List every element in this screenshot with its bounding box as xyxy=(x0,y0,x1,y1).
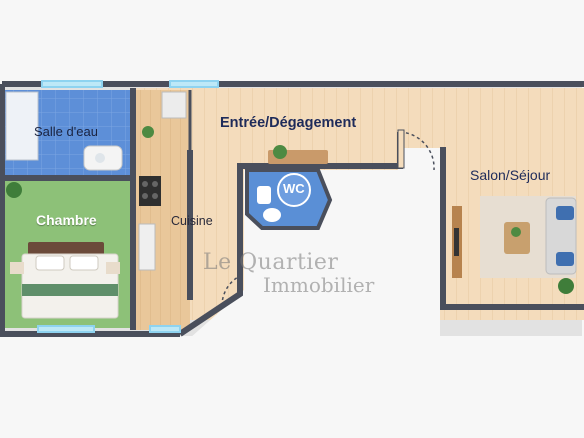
room-label-wc: WC xyxy=(283,181,305,196)
watermark-line-1: Le Quartier xyxy=(203,250,339,275)
nightstand-left xyxy=(10,262,24,274)
burner-icon xyxy=(152,181,158,187)
plant-icon xyxy=(558,278,574,294)
burner-icon xyxy=(142,193,148,199)
room-label-salon: Salon/Séjour xyxy=(470,167,551,183)
door-salon xyxy=(397,129,405,169)
pillow-left-icon xyxy=(35,255,65,271)
room-label-cuisine: Cuisine xyxy=(171,214,213,228)
kitchen-sink-icon xyxy=(161,91,187,119)
sink-bowl-icon xyxy=(95,153,105,163)
fridge-icon xyxy=(138,223,156,271)
cushion-icon xyxy=(556,252,574,266)
plant-icon xyxy=(142,126,154,138)
toilet-tank-icon xyxy=(257,186,271,204)
wc-walls xyxy=(245,168,333,230)
plant-icon xyxy=(273,145,287,159)
burner-icon xyxy=(142,181,148,187)
window-bedroom xyxy=(37,325,95,333)
watermark-line-2: Immobilier xyxy=(263,273,375,297)
burner-icon xyxy=(152,193,158,199)
door-swing-kitchen xyxy=(221,273,245,307)
cushion-icon xyxy=(556,206,574,220)
plant-icon xyxy=(6,182,22,198)
pillow-right-icon xyxy=(69,255,99,271)
door-swing-salon xyxy=(399,131,435,171)
room-label-entree: Entrée/Dégagement xyxy=(220,115,357,131)
toilet-icon xyxy=(263,208,281,222)
window-kitchen xyxy=(169,80,219,88)
room-label-chambre: Chambre xyxy=(36,212,97,228)
door-swings xyxy=(221,131,435,307)
plant-icon xyxy=(511,227,521,237)
tv-icon xyxy=(454,228,459,256)
coffee-table xyxy=(504,222,530,254)
cooktop-icon xyxy=(139,176,161,206)
shower-icon xyxy=(5,91,39,161)
kitchen-floor xyxy=(136,90,190,330)
window-bathroom xyxy=(41,80,103,88)
room-label-salle-eau: Salle d'eau xyxy=(34,124,98,139)
wc-sign-icon xyxy=(277,173,311,207)
bed-headboard xyxy=(28,242,104,256)
window-kitchen-bottom xyxy=(149,325,181,333)
nightstand-right xyxy=(106,262,120,274)
bed-blanket xyxy=(22,284,118,296)
windows xyxy=(37,80,219,333)
